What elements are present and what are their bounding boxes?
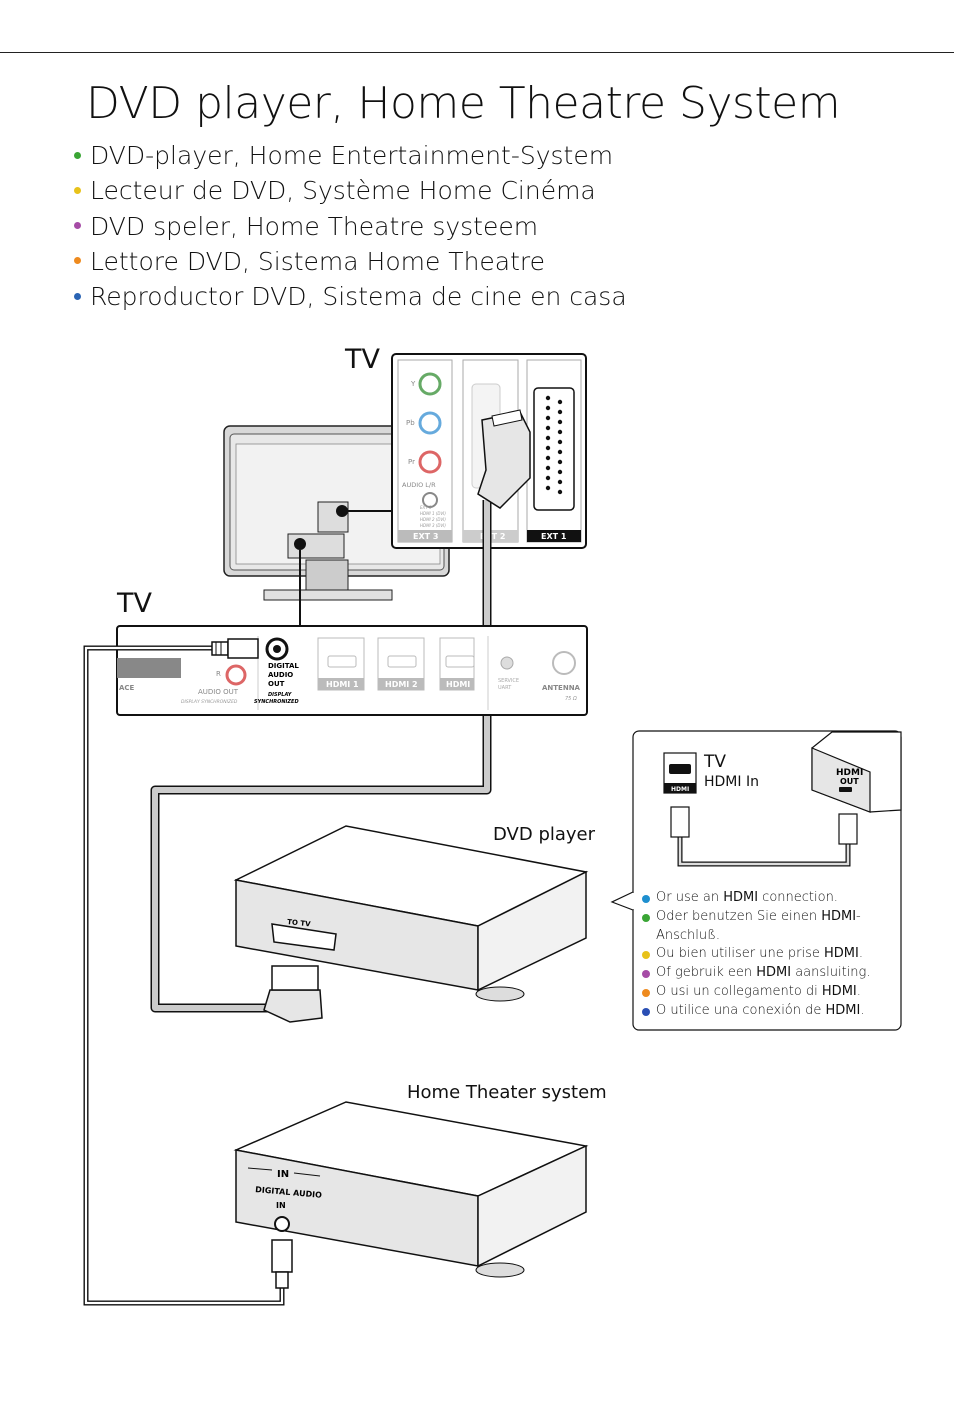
note-item: Or use an HDMI connection.: [640, 889, 895, 908]
language-text: Lecteur de DVD, Système Home Cinéma: [90, 176, 596, 206]
language-text: DVD speler, Home Theatre systeem: [90, 211, 539, 241]
rear-label-synchronized: SYNCHRONIZED: [254, 699, 299, 705]
note-text: .: [858, 946, 863, 962]
callout-hdmi-out-2: OUT: [840, 777, 859, 786]
note-item: Oder benutzen Sie einen HDMI-Anschluß.: [640, 908, 895, 946]
note-hdmi: HDMI: [723, 890, 759, 905]
rear-label-display-sync: DISPLAY SYNCHRONIZED: [181, 699, 238, 705]
ht-label-in2: IN: [276, 1201, 286, 1210]
language-list: DVD-player, Home Entertainment-System Le…: [74, 138, 627, 314]
note-text: .: [860, 1002, 865, 1018]
rear-label-audio: AUDIO: [268, 671, 293, 679]
rear-label-uart: UART: [498, 685, 512, 691]
ext3-label: EXT 3: [413, 532, 438, 541]
rear-label-hdmi1: HDMI 1: [326, 680, 359, 689]
top-rule: [0, 52, 954, 53]
note-text: O utilice una conexión de: [656, 1002, 826, 1018]
bullet-dot-icon: [642, 913, 650, 922]
language-item: Reproductor DVD, Sistema de cine en casa: [74, 279, 627, 314]
port-label-pb: Pb: [406, 419, 415, 427]
note-text: O usi un collegamento di: [656, 983, 822, 999]
ext2-label: EXT 2: [480, 532, 505, 541]
note-hdmi: HDMI: [821, 983, 857, 999]
bullet-dot-icon: [642, 951, 650, 960]
rear-label-r: R: [216, 670, 221, 678]
dvd-player-box: TO TV: [233, 825, 589, 1002]
callout-port-label: HDMI: [671, 786, 689, 793]
page-title: DVD player, Home Theatre System: [86, 78, 841, 129]
note-hdmi: HDMI: [756, 965, 792, 981]
note-item: O utilice una conexión de HDMI.: [640, 1002, 895, 1021]
port-label-small: HDMI 1 (DVI): [420, 511, 446, 516]
rear-label-audio-out: AUDIO OUT: [198, 688, 239, 696]
note-text: Of gebruik een: [656, 965, 757, 981]
note-item: Of gebruik een HDMI aansluiting.: [640, 964, 895, 983]
rear-label-hdmi3: HDMI: [446, 680, 470, 689]
note-text: -Anschluß.: [656, 908, 861, 943]
note-hdmi: HDMI: [823, 946, 859, 962]
language-text: Lettore DVD, Sistema Home Theatre: [90, 246, 546, 276]
note-text: Oder benutzen Sie einen: [656, 908, 822, 924]
digital-audio-cable: [83, 638, 293, 1306]
bullet-dot-icon: [642, 970, 650, 979]
hdmi-callout: HDMI HDMI OUT: [610, 730, 902, 1031]
dvd-label-to-tv: TO TV: [287, 918, 312, 928]
callout-tv-label: TV: [704, 752, 727, 772]
port-label-audio-lr: AUDIO L/R: [402, 481, 436, 489]
rear-label-antenna: ANTENNA: [542, 684, 581, 692]
rear-label-service: SERVICE: [498, 678, 519, 684]
port-label-small: HDMI 3 (DVI): [420, 523, 446, 528]
rear-label-display: DISPLAY: [268, 692, 293, 698]
bullet-dot-icon: [74, 257, 81, 265]
rear-label-hdmi2: HDMI 2: [385, 680, 418, 689]
language-item: Lecteur de DVD, Système Home Cinéma: [74, 173, 627, 208]
ht-label-in: IN: [277, 1169, 289, 1180]
note-text: connection.: [758, 890, 838, 905]
language-text: Reproductor DVD, Sistema de cine en casa: [90, 282, 627, 312]
bullet-dot-icon: [642, 988, 650, 997]
tv-rear-panel: ACE R AUDIO OUT DISPLAY SYNCHRONIZED DIG…: [116, 625, 588, 716]
note-text: Ou bien utiliser une prise: [656, 946, 824, 962]
bullet-dot-icon: [74, 186, 81, 194]
bullet-dot-icon: [642, 1007, 650, 1016]
callout-hdmi-in-label: HDMI In: [704, 774, 759, 790]
language-item: Lettore DVD, Sistema Home Theatre: [74, 244, 627, 279]
note-text: aansluiting.: [791, 965, 871, 981]
rear-label-out: OUT: [268, 680, 285, 688]
language-item: DVD speler, Home Theatre systeem: [74, 209, 627, 244]
note-item: O usi un collegamento di HDMI.: [640, 983, 895, 1002]
tv-label-panel: TV: [117, 588, 152, 619]
tv-label-top: TV: [345, 344, 380, 375]
bullet-dot-icon: [74, 222, 81, 230]
rear-label-antenna-ohm: 75 Ω: [565, 696, 577, 702]
bullet-dot-icon: [74, 292, 81, 300]
hdmi-notes-list: Or use an HDMI connection. Oder benutzen…: [640, 889, 895, 1021]
callout-hdmi-out-1: HDMI: [836, 768, 863, 778]
home-theater-label: Home Theater system: [407, 1082, 607, 1103]
note-hdmi: HDMI: [821, 908, 857, 924]
dvd-player-label: DVD player: [493, 824, 596, 845]
note-text: Or use an: [656, 890, 724, 905]
note-item: Ou bien utiliser une prise HDMI.: [640, 945, 895, 964]
home-theater-box: IN DIGITAL AUDIO IN: [233, 1101, 589, 1278]
port-label-small: EXT 3: [420, 505, 432, 510]
language-text: DVD-player, Home Entertainment-System: [90, 141, 614, 170]
port-label-y: Y: [410, 380, 416, 388]
port-label-pr: Pr: [408, 458, 415, 466]
note-text: .: [856, 983, 861, 999]
bullet-dot-icon: [74, 151, 81, 159]
rear-label-digital: DIGITAL: [268, 662, 299, 670]
port-label-small: HDMI 2 (DVI): [420, 517, 446, 522]
note-hdmi: HDMI: [825, 1002, 861, 1018]
rear-label-ace: ACE: [119, 684, 135, 692]
bullet-dot-icon: [642, 895, 650, 903]
language-item: DVD-player, Home Entertainment-System: [74, 138, 627, 173]
ext1-label: EXT 1: [541, 532, 567, 541]
